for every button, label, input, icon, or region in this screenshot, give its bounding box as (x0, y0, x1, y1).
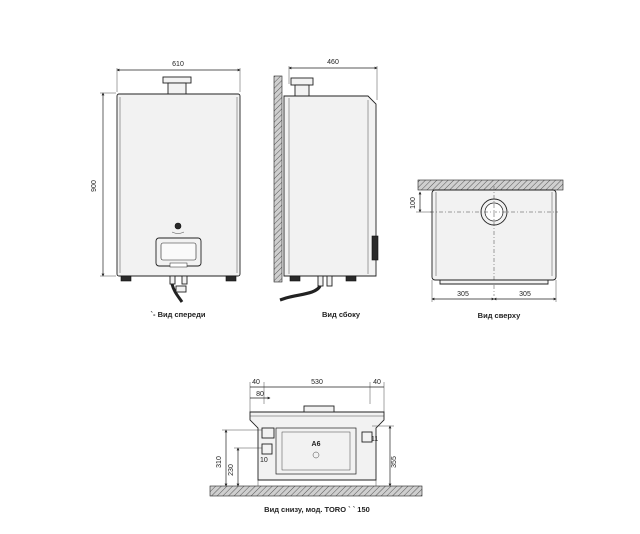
top-wall (417, 179, 564, 191)
top-left-dim: 305 (457, 291, 469, 298)
front-foot-left (120, 275, 132, 282)
front-view-caption: `- Вид спереди (151, 310, 206, 319)
display-window (160, 242, 197, 261)
bottom-floor (209, 485, 423, 497)
bottom-dim-inner: 80 (256, 391, 264, 398)
bottom-dim-230: 230 (228, 464, 235, 476)
top-right-dim: 305 (519, 291, 531, 298)
bottom-dim-right: 40 (373, 379, 381, 386)
brand-logo-icon (174, 222, 182, 230)
side-depth-dim: 460 (327, 59, 339, 66)
front-view: 610 900 `- Вид спереди (91, 61, 241, 319)
top-view: 100 305 305 Вид сверху (410, 179, 564, 320)
front-flue-cap (162, 76, 192, 84)
front-gas-hose (170, 283, 184, 303)
top-offset-dim: 100 (410, 197, 417, 209)
bottom-label-10: 10 (260, 457, 268, 464)
side-view: 460 Вид сбоку (273, 59, 379, 319)
front-foot-right (225, 275, 237, 282)
front-casing (116, 93, 241, 277)
bottom-flue-outlet (303, 405, 335, 413)
bottom-view: 40 530 40 80 A6 11 10 310 230 355 Вид (209, 379, 423, 514)
front-height-dim: 900 (91, 180, 98, 192)
side-control-knob (371, 235, 379, 261)
bottom-dim-left: 40 (252, 379, 260, 386)
bottom-label-11: 11 (371, 436, 378, 443)
side-casing (283, 95, 377, 277)
bottom-view-caption: Вид снизу, мод. TORO ` ` 150 (264, 505, 370, 514)
bottom-label-a6: A6 (312, 441, 321, 448)
top-view-caption: Вид сверху (478, 311, 521, 320)
side-wall (273, 75, 283, 283)
side-gas-hose (279, 285, 322, 302)
front-flue-pipe (167, 82, 187, 96)
side-view-caption: Вид сбоку (322, 310, 361, 319)
bottom-dim-355: 355 (391, 456, 398, 468)
bottom-a6-connection (312, 451, 320, 459)
bottom-dim-mid: 530 (311, 379, 323, 386)
side-flue-cap (290, 77, 314, 86)
bottom-inner-frame (275, 427, 357, 475)
side-flue-pipe (294, 84, 310, 98)
front-width-dim: 610 (172, 61, 184, 68)
bottom-dim-310: 310 (216, 456, 223, 468)
